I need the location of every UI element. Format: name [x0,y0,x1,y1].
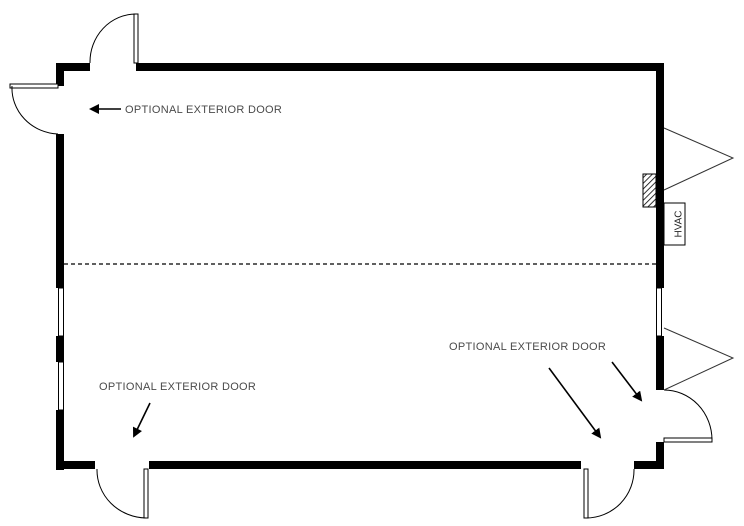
label-door-top-left: OPTIONAL EXTERIOR DOOR [125,104,282,116]
door-leaf [133,13,139,64]
door-bottom-right [583,468,635,519]
door-bottom-left [96,468,149,519]
wall-bottom [149,461,581,469]
arrow-right-long [548,367,602,439]
arrow-right-short [611,361,643,402]
door-swing-arc [663,389,713,441]
wall-bottom-left-stub [56,461,95,469]
hvac-label: HVAC [674,210,685,237]
door-swing-arc [96,468,147,519]
wall-left-between-windows [56,336,64,362]
door-leaf [663,437,713,443]
wall-top-left-stub [56,63,90,71]
wall-right-bottom-stub [656,442,664,469]
walls [56,63,664,470]
window-right [656,287,662,337]
wall-left-upper-stub [56,63,64,86]
arrows [89,104,643,439]
exterior-triangles [663,127,735,391]
windows [58,287,662,411]
triangle-lower [663,327,735,391]
wall-right-upper [656,63,664,288]
wall-top [136,63,664,71]
triangle-upper [663,127,735,191]
window-left-upper [58,287,64,337]
label-door-bottom-left: OPTIONAL EXTERIOR DOOR [99,381,256,393]
door-leaf [9,83,59,89]
wall-left-lower [56,410,64,470]
window-left-lower [58,361,64,411]
wall-right-lower [656,336,664,390]
door-right-lower [663,389,713,443]
door-swing-arc [89,13,137,64]
wall-left-middle [56,134,64,288]
wall-bottom-right-stub [634,461,664,469]
hvac-box [663,202,686,246]
door-top-left [89,13,139,64]
label-door-right: OPTIONAL EXTERIOR DOOR [449,341,606,353]
hvac-hatched-block [642,173,657,208]
door-leaf [583,468,589,519]
door-leaf [143,468,149,519]
arrow-bottom-left [132,402,151,438]
door-swing-arc [585,468,635,519]
door-swing-arc [11,85,59,135]
door-left-upper [9,83,59,135]
